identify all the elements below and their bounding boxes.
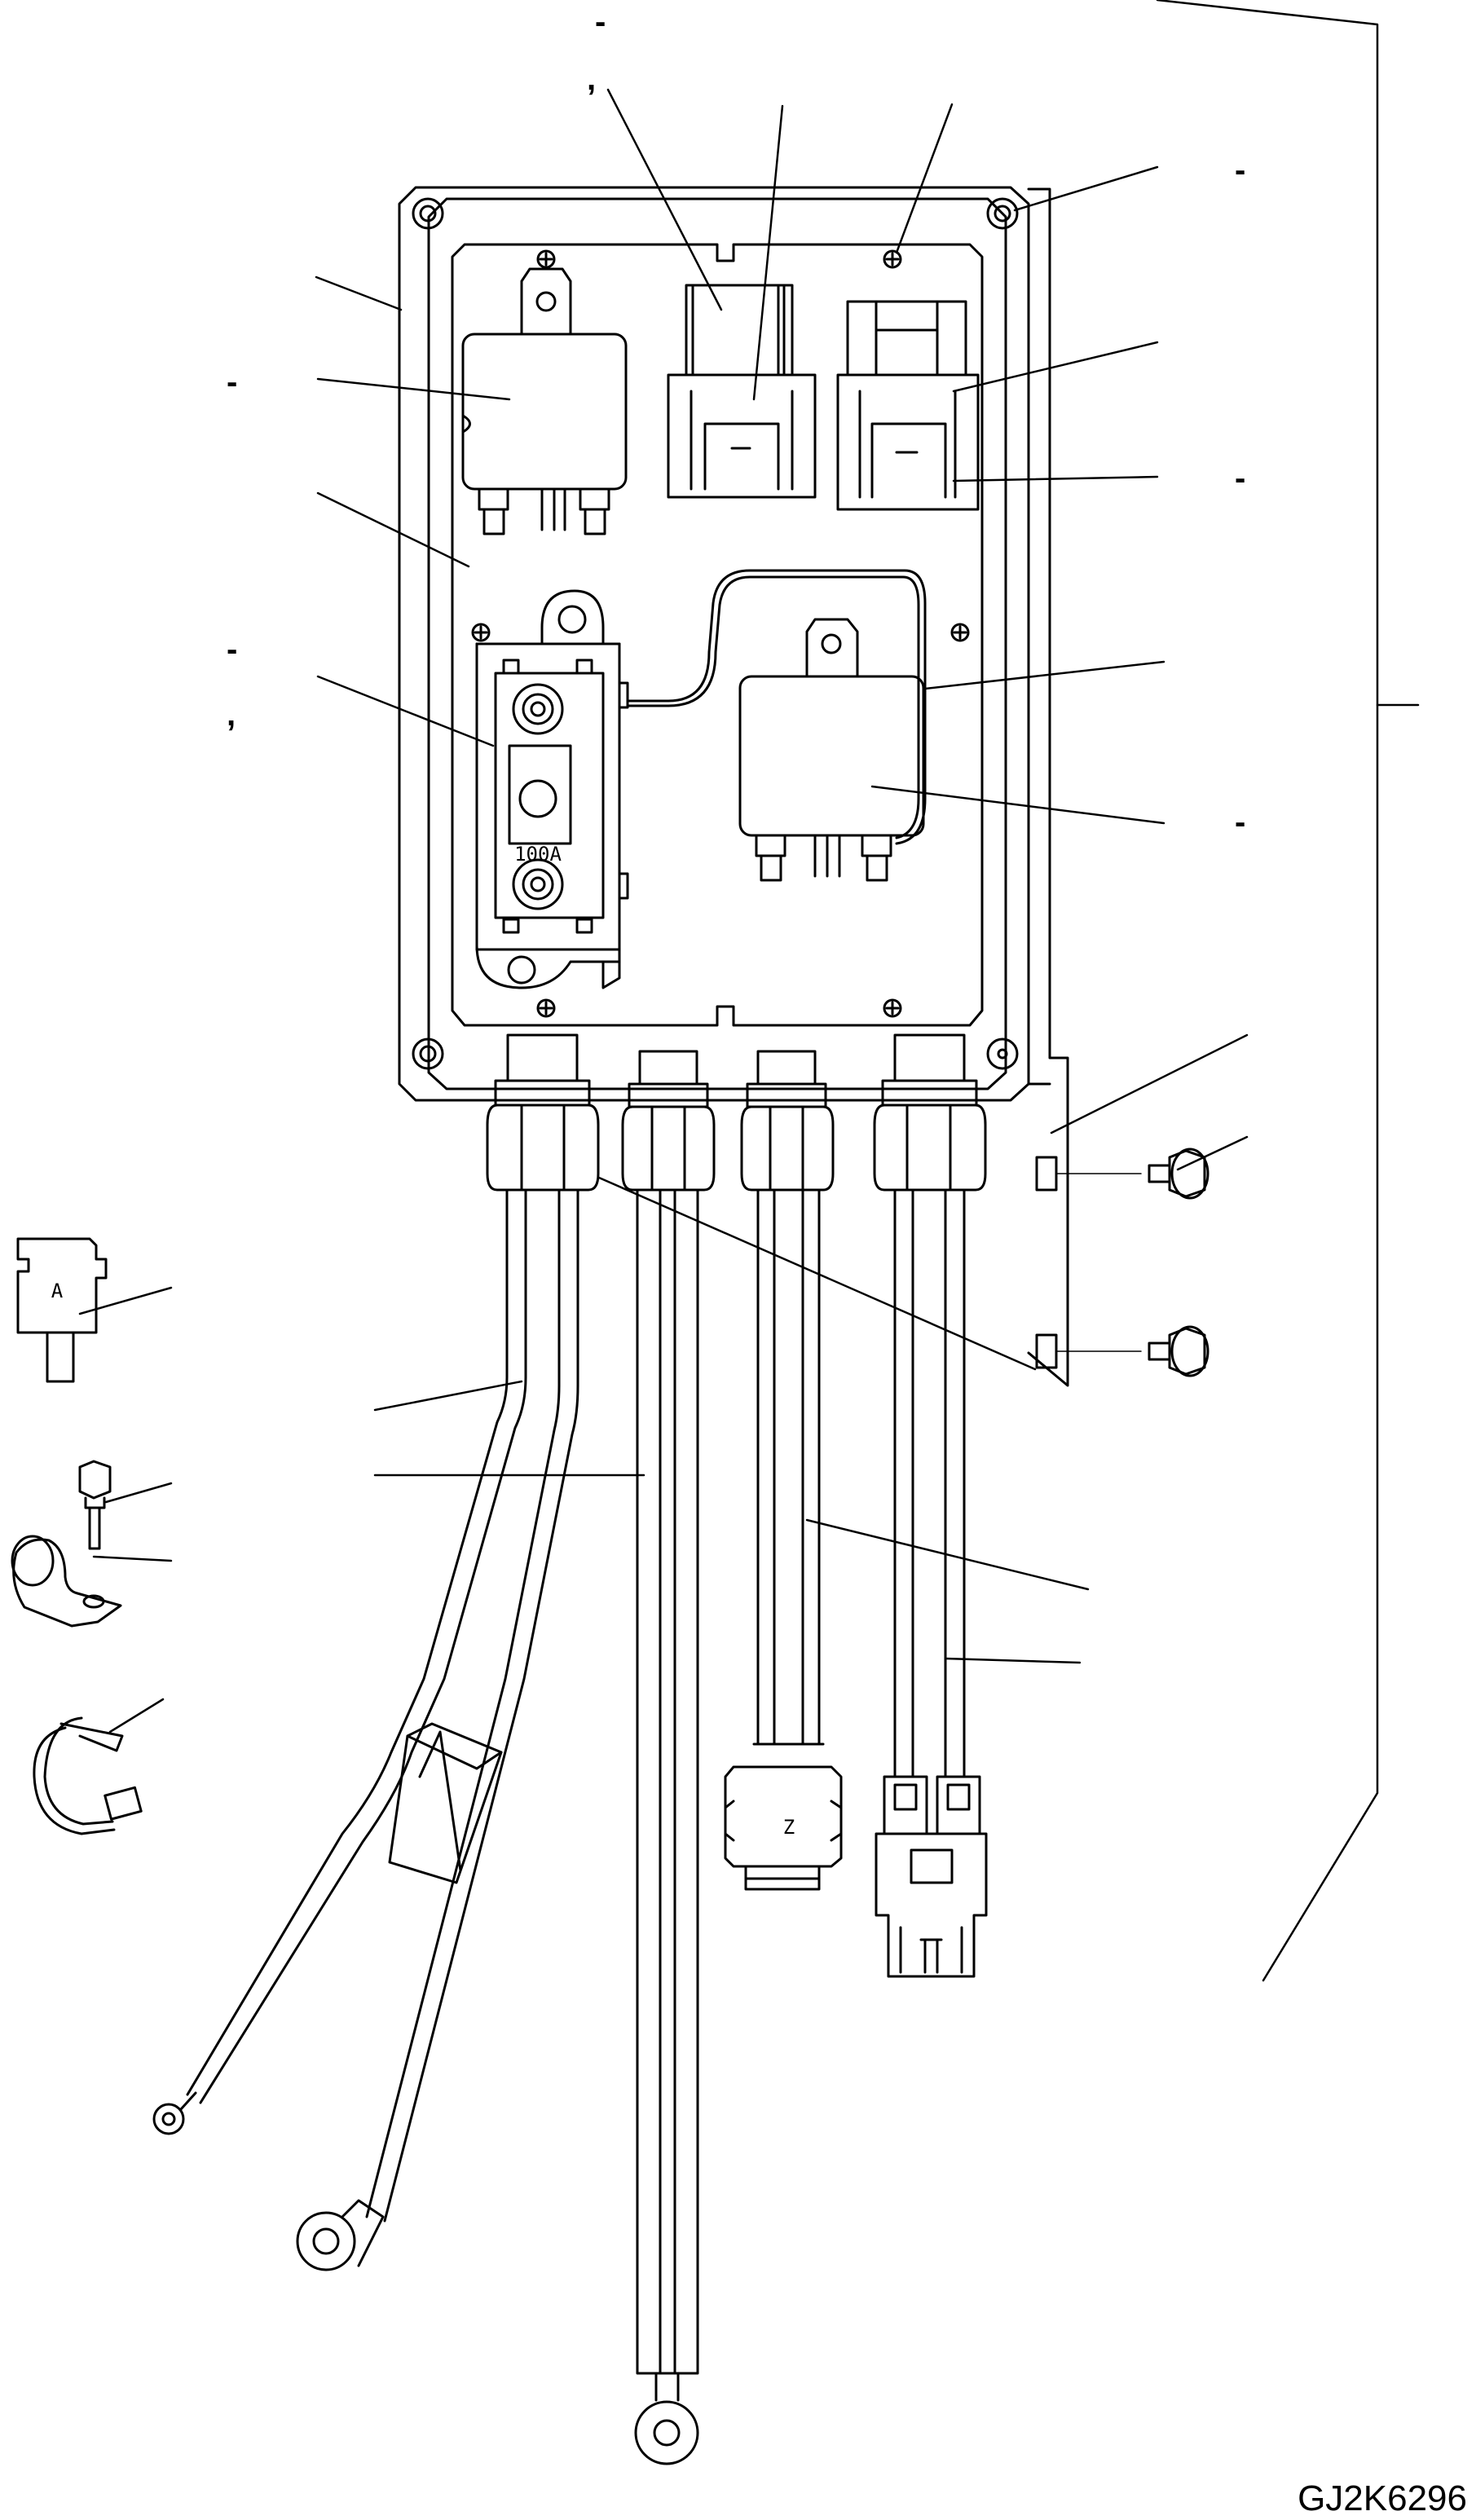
- leader-lines: [78, 0, 1420, 1982]
- mounting-bolt-icon: [1035, 1148, 1209, 1377]
- callout-left-comma: ,: [227, 697, 236, 733]
- clamp-with-bolt: [11, 1460, 122, 1628]
- clip-a-letter: A: [51, 1280, 64, 1302]
- plug-z: [724, 1765, 843, 1891]
- plug-z-letter: Z: [783, 1816, 795, 1839]
- clip-a: [16, 1237, 108, 1383]
- callout-right-dash-3: -: [1235, 804, 1245, 840]
- fuse-rating-label: 100A: [514, 843, 562, 866]
- callout-top-dash: -: [595, 4, 606, 40]
- cable-gland-1: [486, 1033, 600, 1192]
- connector-socket-right: [836, 300, 980, 511]
- cable-center: [634, 1188, 699, 2465]
- figure-id: GJ2K6296: [1298, 2478, 1467, 2518]
- double-connector: [875, 1775, 988, 1978]
- relay-box: [398, 186, 1069, 1387]
- cable-tie-icon: [33, 1716, 143, 1835]
- cable-to-plug-z: [752, 1188, 825, 1746]
- relay-upper-left: [461, 267, 628, 535]
- callout-top-comma: ,: [587, 61, 596, 97]
- cable-to-double-connector: [893, 1188, 966, 1778]
- callout-right-dash-2: -: [1235, 460, 1245, 496]
- callout-right-dash-1: -: [1235, 152, 1245, 188]
- callout-left-dash-1: -: [227, 364, 237, 400]
- corner-screw-icon: [412, 197, 1019, 1070]
- fuse-holder: [475, 589, 629, 989]
- relay-lower-right: [626, 569, 927, 882]
- cable-gland-3: [740, 1050, 835, 1192]
- cable-battery-pair: [152, 1188, 579, 2271]
- callout-left-dash-2: -: [227, 632, 237, 667]
- connector-socket-center: [667, 284, 817, 499]
- cable-gland-2: [621, 1050, 716, 1192]
- phillips-screw-icon: [471, 249, 970, 1018]
- cable-gland-4: [873, 1033, 987, 1192]
